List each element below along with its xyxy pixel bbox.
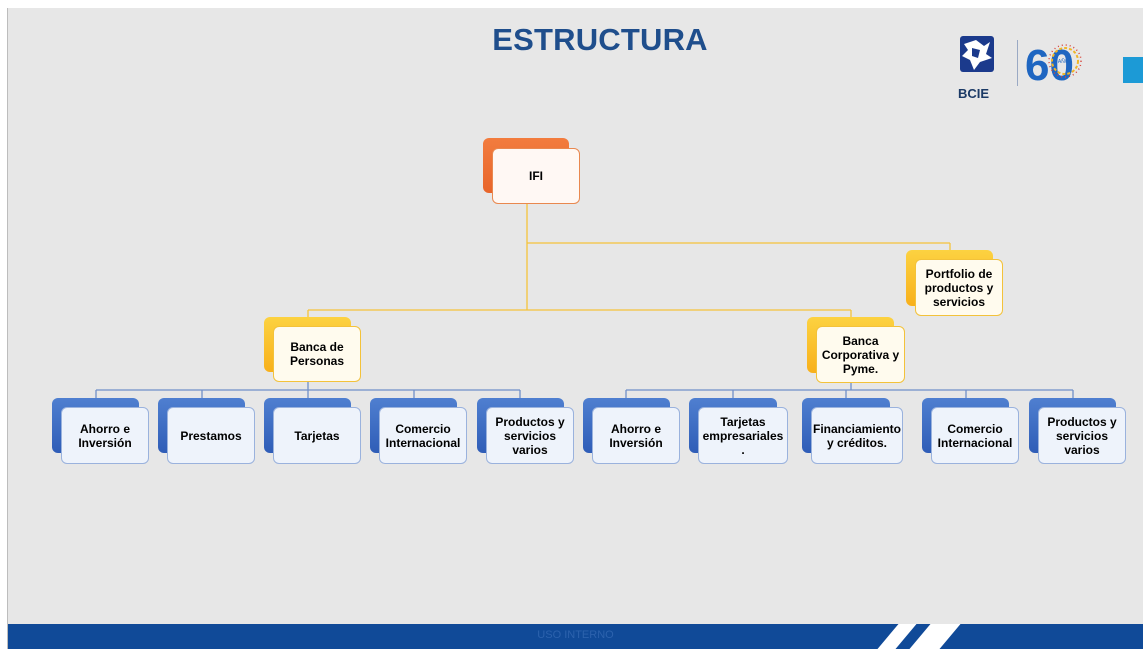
node-corporativa-tarjetas-line-2: empresariales: [702, 428, 784, 443]
node-banca-corporativa-line-3: Pyme.: [842, 361, 879, 376]
bcie-logo: BCIE 60 AÑOS: [950, 36, 1090, 108]
anniversary-60-icon: 60 AÑOS: [1025, 41, 1082, 86]
node-corporativa-productos-line-1: Productos y: [1047, 414, 1117, 429]
logo-years-label: AÑOS: [1058, 58, 1073, 65]
node-banca-corporativa-line-2: Corporativa y: [821, 347, 900, 362]
node-personas-tarjetas-line-1: Tarjetas: [294, 428, 340, 443]
node-personas-comercio-line-1: Comercio: [395, 421, 451, 436]
node-portfolio-line-3: servicios: [932, 294, 986, 309]
slide-background: [8, 8, 1143, 649]
node-corporativa-tarjetas-line-3: .: [741, 442, 745, 457]
node-corporativa-productos-line-2: servicios: [1055, 428, 1109, 443]
node-corporativa-productos-line-3: varios: [1064, 442, 1100, 457]
node-corporativa-tarjetas-line-1: Tarjetas: [720, 414, 766, 429]
node-personas-ahorro-line-2: Inversión: [78, 435, 132, 450]
corner-accent: [1123, 57, 1143, 83]
node-corporativa-ahorro-line-2: Inversión: [609, 435, 663, 450]
node-corporativa-financiamiento-line-2: y créditos.: [826, 435, 887, 450]
node-portfolio-line-2: productos y: [924, 280, 994, 295]
node-banca-personas-line-1: Banca de: [290, 340, 344, 354]
node-personas-productos-line-3: varios: [512, 442, 548, 457]
node-banca-corporativa-line-1: Banca: [842, 333, 879, 348]
bcie-emblem-icon: [960, 36, 994, 72]
node-personas-prestamos-line-1: Prestamos: [180, 428, 242, 443]
slide-title: ESTRUCTURA: [492, 22, 708, 57]
node-personas-productos-line-1: Productos y: [495, 414, 565, 429]
node-corporativa-comercio-line-1: Comercio: [947, 421, 1003, 436]
node-portfolio-line-1: Portfolio de: [925, 266, 993, 281]
node-ifi-label: IFI: [529, 169, 543, 183]
node-corporativa-financiamiento-line-1: Financiamiento: [812, 421, 901, 436]
slide-border: [7, 8, 8, 649]
logo-text: BCIE: [958, 86, 990, 101]
footer-bar: USO INTERNO: [8, 624, 1143, 649]
node-personas-comercio-line-2: Internacional: [385, 435, 461, 450]
node-personas-ahorro-line-1: Ahorro e: [79, 421, 130, 436]
node-corporativa-comercio-line-2: Internacional: [937, 435, 1013, 450]
footer-classification: USO INTERNO: [537, 629, 614, 641]
node-personas-productos-line-2: servicios: [503, 428, 557, 443]
node-banca-personas-line-2: Personas: [289, 354, 345, 368]
logo-separator: [1017, 40, 1018, 86]
node-corporativa-ahorro-line-1: Ahorro e: [610, 421, 661, 436]
